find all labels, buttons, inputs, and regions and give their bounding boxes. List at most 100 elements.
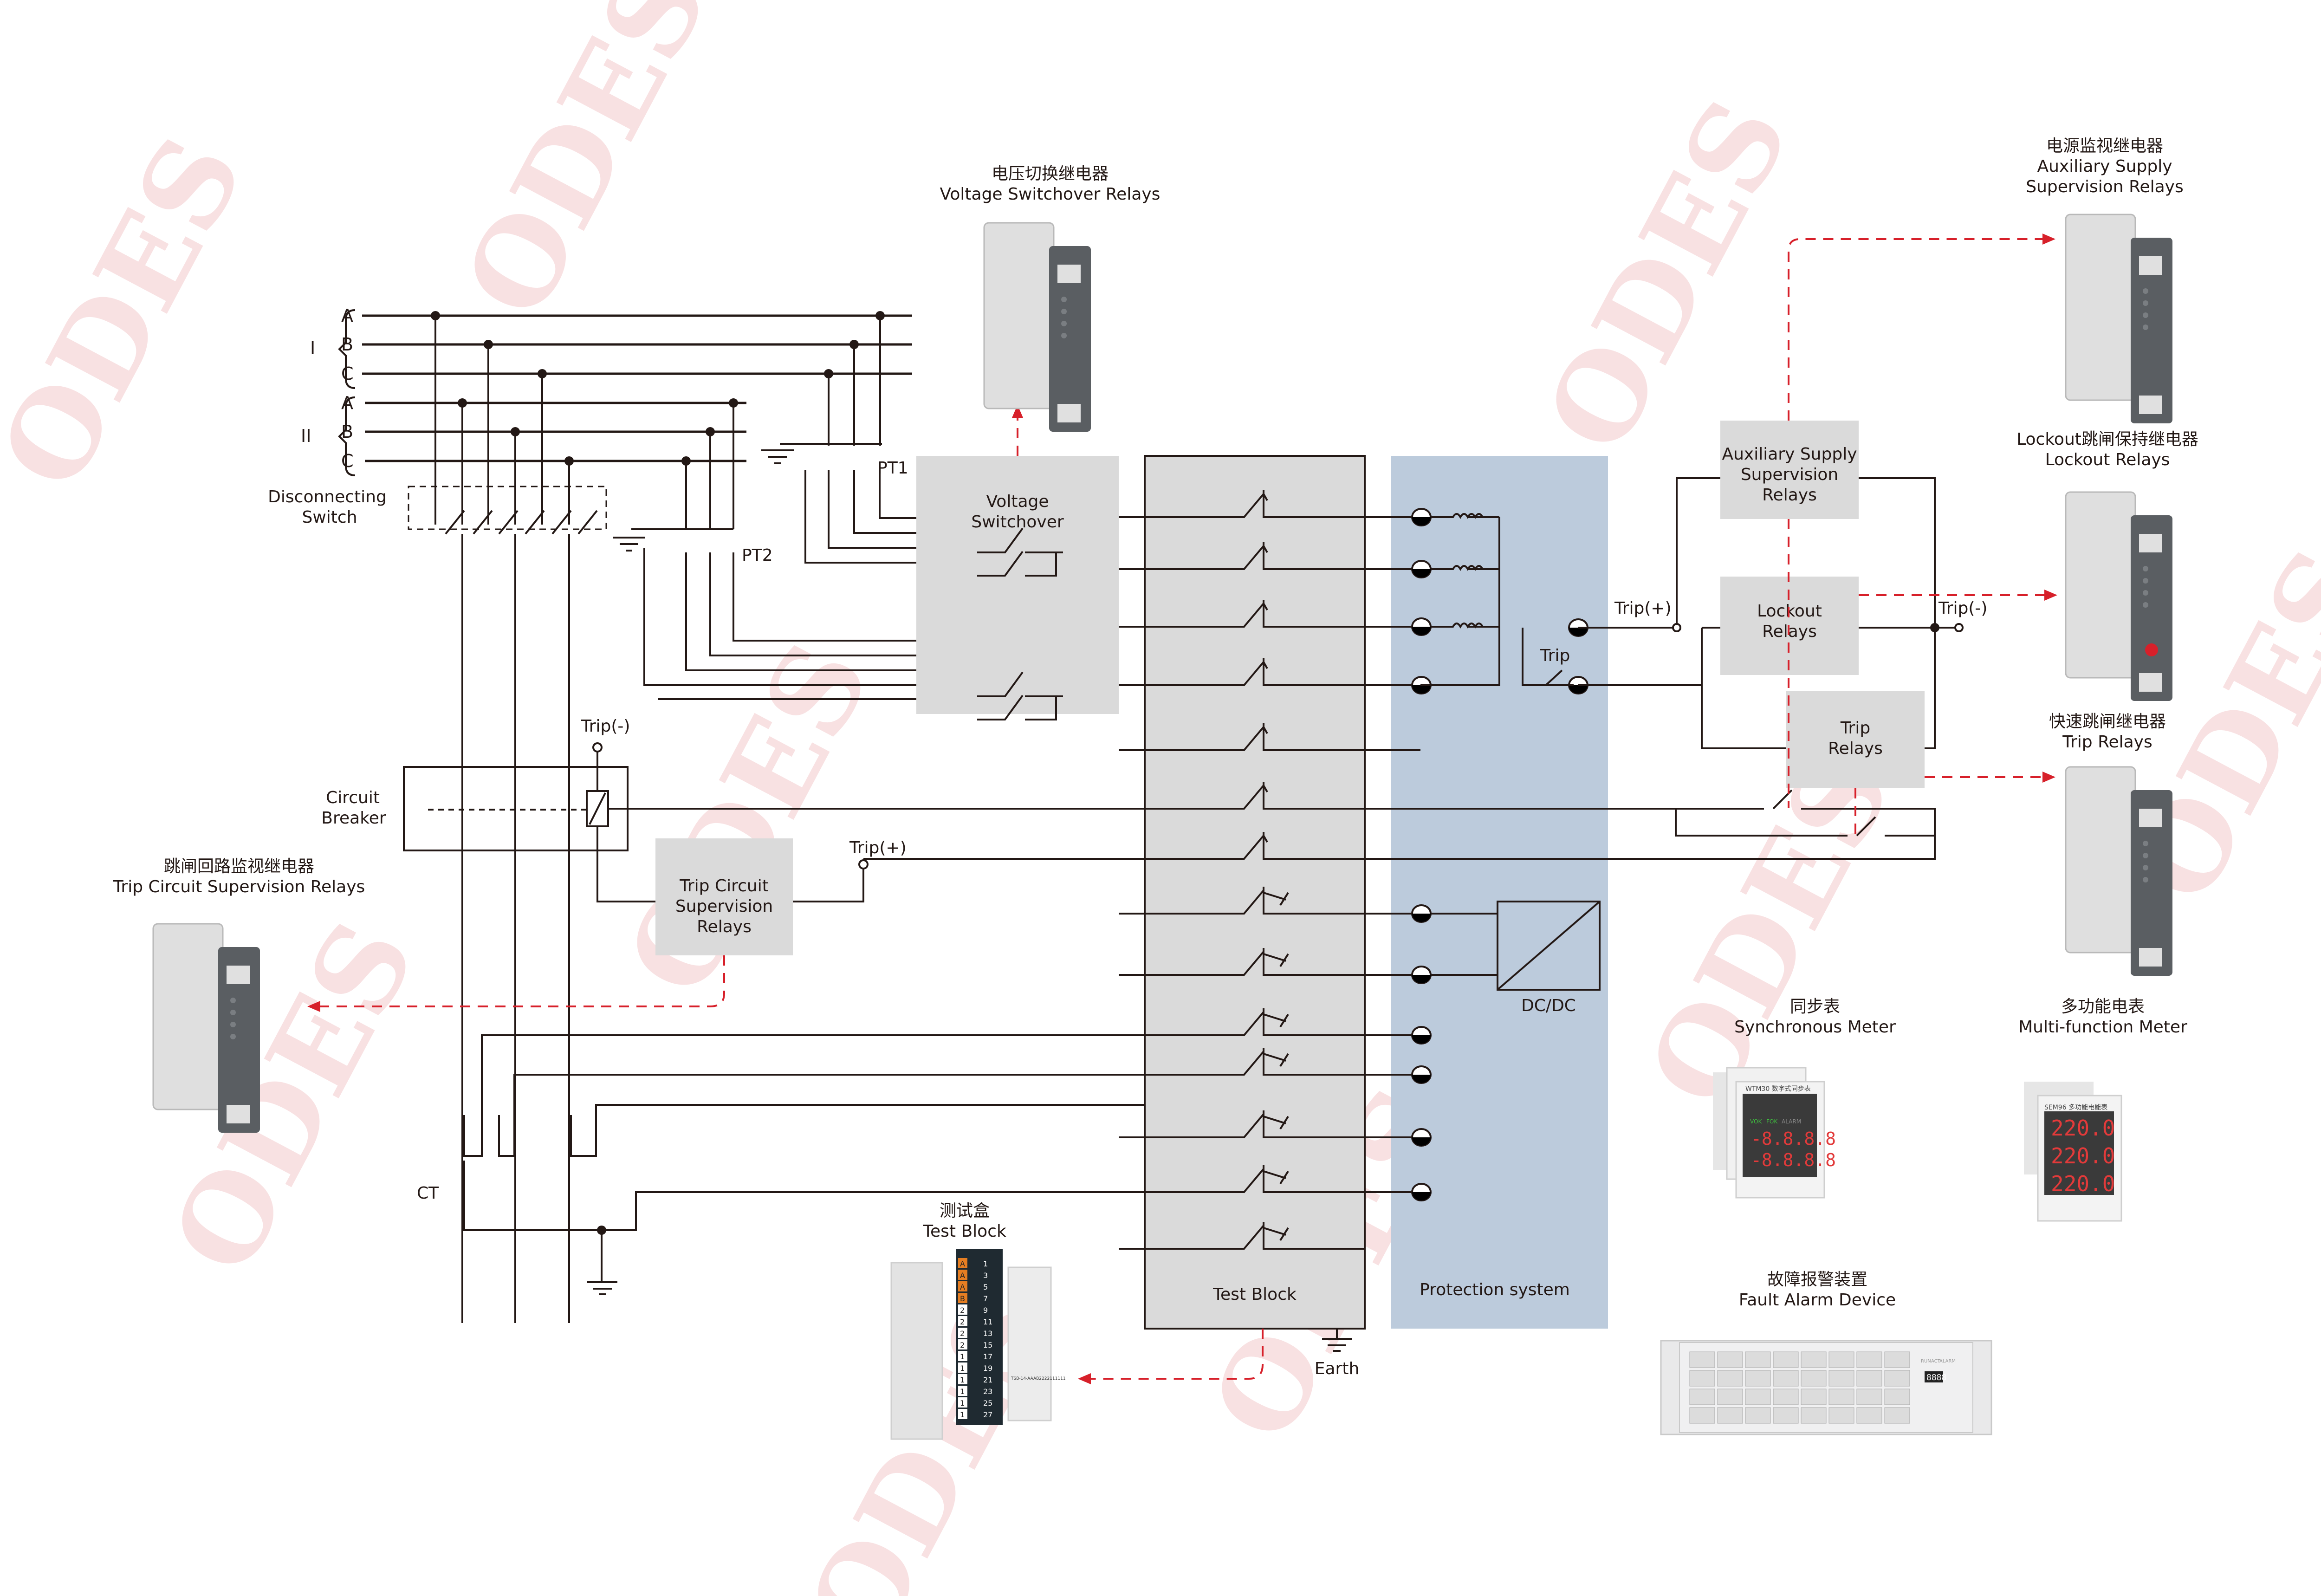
switchover-contacts: [977, 527, 1063, 720]
trip-minus-label-left: Trip(-): [581, 717, 630, 736]
test-block-slot-label: 2: [960, 1317, 965, 1326]
test-block-slot-number: 25: [983, 1399, 992, 1408]
multi-meter-cn: 多功能电表: [2061, 997, 2145, 1016]
alarm-tile: [1884, 1407, 1910, 1424]
sync-meter-vok: VOK: [1750, 1118, 1762, 1125]
disconnecting-switch-label-2: Switch: [302, 508, 357, 527]
tcs-relays-en: Trip Circuit Supervision Relays: [113, 877, 365, 896]
test-block-slot-label: B: [960, 1294, 965, 1303]
bus2-phase-b: B: [341, 422, 353, 442]
alarm-tile: [1828, 1370, 1854, 1387]
test-block-row: [1119, 1222, 1365, 1250]
bus2-phase-c: C: [341, 451, 354, 471]
test-block-slot-number: 27: [983, 1410, 992, 1419]
voltage-switchover-block: [916, 456, 1119, 714]
voltage-switchover-relays-cn: 电压切换继电器: [992, 164, 1109, 183]
alarm-tile: [1745, 1388, 1771, 1405]
alarm-tile: [1856, 1370, 1882, 1387]
test-block-slot-number: 5: [983, 1283, 988, 1291]
test-block-slot-number: 13: [983, 1329, 992, 1338]
terminal-icon: [1411, 1026, 1432, 1045]
alarm-tile: [1689, 1351, 1715, 1368]
aux-supply-relays-cn: 电源监视继电器: [2046, 136, 2163, 156]
test-block-slot-number: 21: [983, 1375, 992, 1384]
alarm-tile: [1884, 1351, 1910, 1368]
test-block-slot: [958, 1397, 967, 1408]
alarm-tile: [1717, 1370, 1743, 1387]
aux-supply-supervision-block: [1720, 421, 1859, 519]
test-block-row: [1119, 1110, 1432, 1147]
test-block-slot-number: 3: [983, 1271, 988, 1280]
lockout-relays-en: Lockout Relays: [2045, 450, 2170, 469]
test-block-row: [1119, 887, 1498, 923]
aux-supply-label-3: Relays: [1762, 486, 1817, 505]
test-block-slot: [958, 1270, 967, 1280]
test-block-row: [1119, 948, 1498, 984]
test-block-slot-number: 15: [983, 1341, 992, 1349]
fault-alarm-display: 8888: [1926, 1373, 1946, 1382]
aux-supply-relays-en-2: Supervision Relays: [2026, 177, 2184, 196]
voltage-switchover-relay-icon: [983, 222, 1091, 432]
lockout-relay-icon: [2065, 491, 2172, 701]
sync-meter-fok: FOK: [1766, 1118, 1778, 1125]
alarm-tile: [1801, 1370, 1827, 1387]
test-block-slot: [958, 1362, 967, 1373]
fault-alarm-cn: 故障报警装置: [1767, 1270, 1867, 1289]
test-block-row: [1119, 490, 1484, 526]
terminal-icon: [1411, 1183, 1432, 1201]
test-block-model: TSB-14-AAAB2222111111: [1011, 1376, 1066, 1381]
test-block-slot-number: 1: [983, 1259, 988, 1268]
test-block-slot: [958, 1258, 967, 1268]
protection-internals: DC/DC Trip: [1420, 516, 1601, 1015]
tcs-relay-icon: [152, 923, 260, 1133]
test-block-slot-label: 1: [960, 1375, 965, 1384]
test-block-slot-label: A: [960, 1271, 965, 1280]
trip-relays-en: Trip Relays: [2062, 733, 2152, 752]
alarm-tile: [1884, 1388, 1910, 1405]
alarm-tile: [1773, 1388, 1799, 1405]
test-block-cn: 测试盒: [940, 1201, 990, 1220]
pt2-label: PT2: [742, 546, 773, 565]
multi-meter-model: SEM96 多功能电能表: [2044, 1103, 2107, 1111]
watermark: ODES: [0, 115, 269, 509]
fault-alarm-led-alarm: ALARM: [1939, 1359, 1956, 1364]
watermark: ODES: [1519, 78, 1815, 472]
earth-symbol: Earth: [1315, 1329, 1359, 1378]
test-block-slot: [958, 1351, 967, 1361]
test-block-row: [1119, 782, 1420, 810]
trip-relays-label-1: Trip: [1840, 719, 1870, 738]
fault-alarm-led-run: RUN: [1921, 1359, 1931, 1364]
alarm-tile: [1856, 1351, 1882, 1368]
trip-relays-label-2: Relays: [1828, 739, 1883, 758]
lockout-relays-cn: Lockout跳闸保持继电器: [2016, 430, 2198, 449]
product-link-arrows: [307, 234, 2057, 1384]
tcs-label-3: Relays: [697, 917, 752, 936]
aux-supply-relays-en-1: Auxiliary Supply: [2037, 157, 2172, 176]
sync-meter-alarm: ALARM: [1782, 1118, 1801, 1125]
circuit-breaker-label-1: Circuit: [326, 788, 380, 807]
alarm-tile: [1689, 1388, 1715, 1405]
dcdc-label: DC/DC: [1521, 996, 1576, 1015]
test-block-label: Test Block: [1212, 1285, 1297, 1304]
test-block-slot-number: 19: [983, 1364, 992, 1373]
ct-label: CT: [417, 1184, 439, 1203]
current-transformers: CT: [417, 1034, 1145, 1295]
terminal-icon: [1411, 904, 1432, 923]
multi-meter-reading-a: 220.0: [2051, 1116, 2115, 1141]
test-block-slot-label: 2: [960, 1329, 965, 1338]
test-block-slot: [958, 1328, 967, 1338]
test-block-slot-label: 1: [960, 1387, 965, 1396]
test-block-row: [1119, 1008, 1432, 1045]
test-block-slot: [958, 1304, 967, 1315]
alarm-tile: [1717, 1388, 1743, 1405]
test-block-slot: [958, 1339, 967, 1349]
multi-meter-reading-b: 220.0: [2051, 1143, 2115, 1168]
pt1-label: PT1: [877, 459, 908, 478]
protection-system-label: Protection system: [1420, 1280, 1570, 1299]
alarm-tile: [1828, 1407, 1854, 1424]
terminal-icon: [1411, 508, 1432, 526]
sync-meter-readout-2: -8.8.8.8: [1751, 1150, 1836, 1170]
trip-relays-block: [1786, 691, 1925, 788]
aux-supply-label-1: Auxiliary Supply: [1722, 445, 1857, 464]
